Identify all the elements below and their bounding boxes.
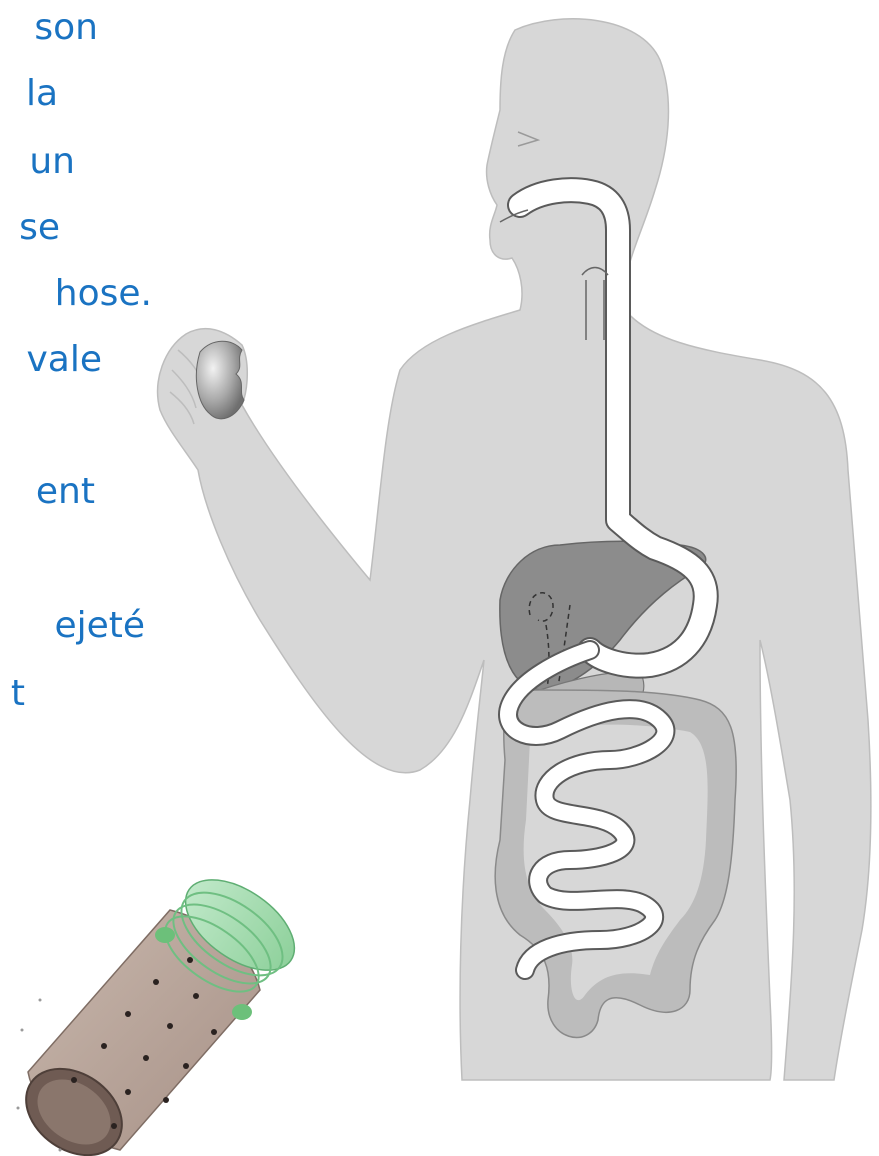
bitten-apple [196,341,244,419]
tube-illustration [10,862,311,1156]
